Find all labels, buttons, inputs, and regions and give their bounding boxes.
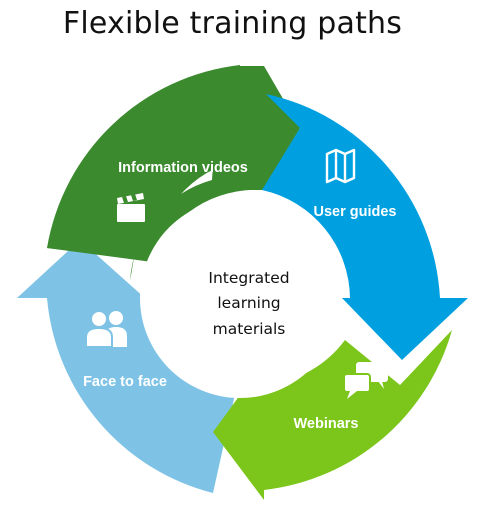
map-icon — [325, 148, 356, 184]
center-text-line2: learning — [217, 294, 280, 312]
label-user-guides: User guides — [314, 204, 397, 220]
diagram-title: Flexible training paths — [62, 6, 403, 41]
center-text-line3: materials — [213, 320, 286, 338]
label-face-to-face: Face to face — [83, 374, 167, 390]
clapperboard-icon — [117, 193, 145, 222]
segment-webinars — [213, 330, 452, 500]
label-webinars: Webinars — [293, 416, 358, 432]
segment-face-to-face — [17, 240, 237, 493]
center-text-line1: Integrated — [208, 269, 289, 287]
segment-user-guides — [262, 94, 468, 360]
people-icon — [85, 310, 127, 348]
chat-bubbles-icon — [343, 362, 388, 399]
label-information-videos: Information videos — [118, 160, 248, 176]
center-circle — [140, 198, 340, 398]
